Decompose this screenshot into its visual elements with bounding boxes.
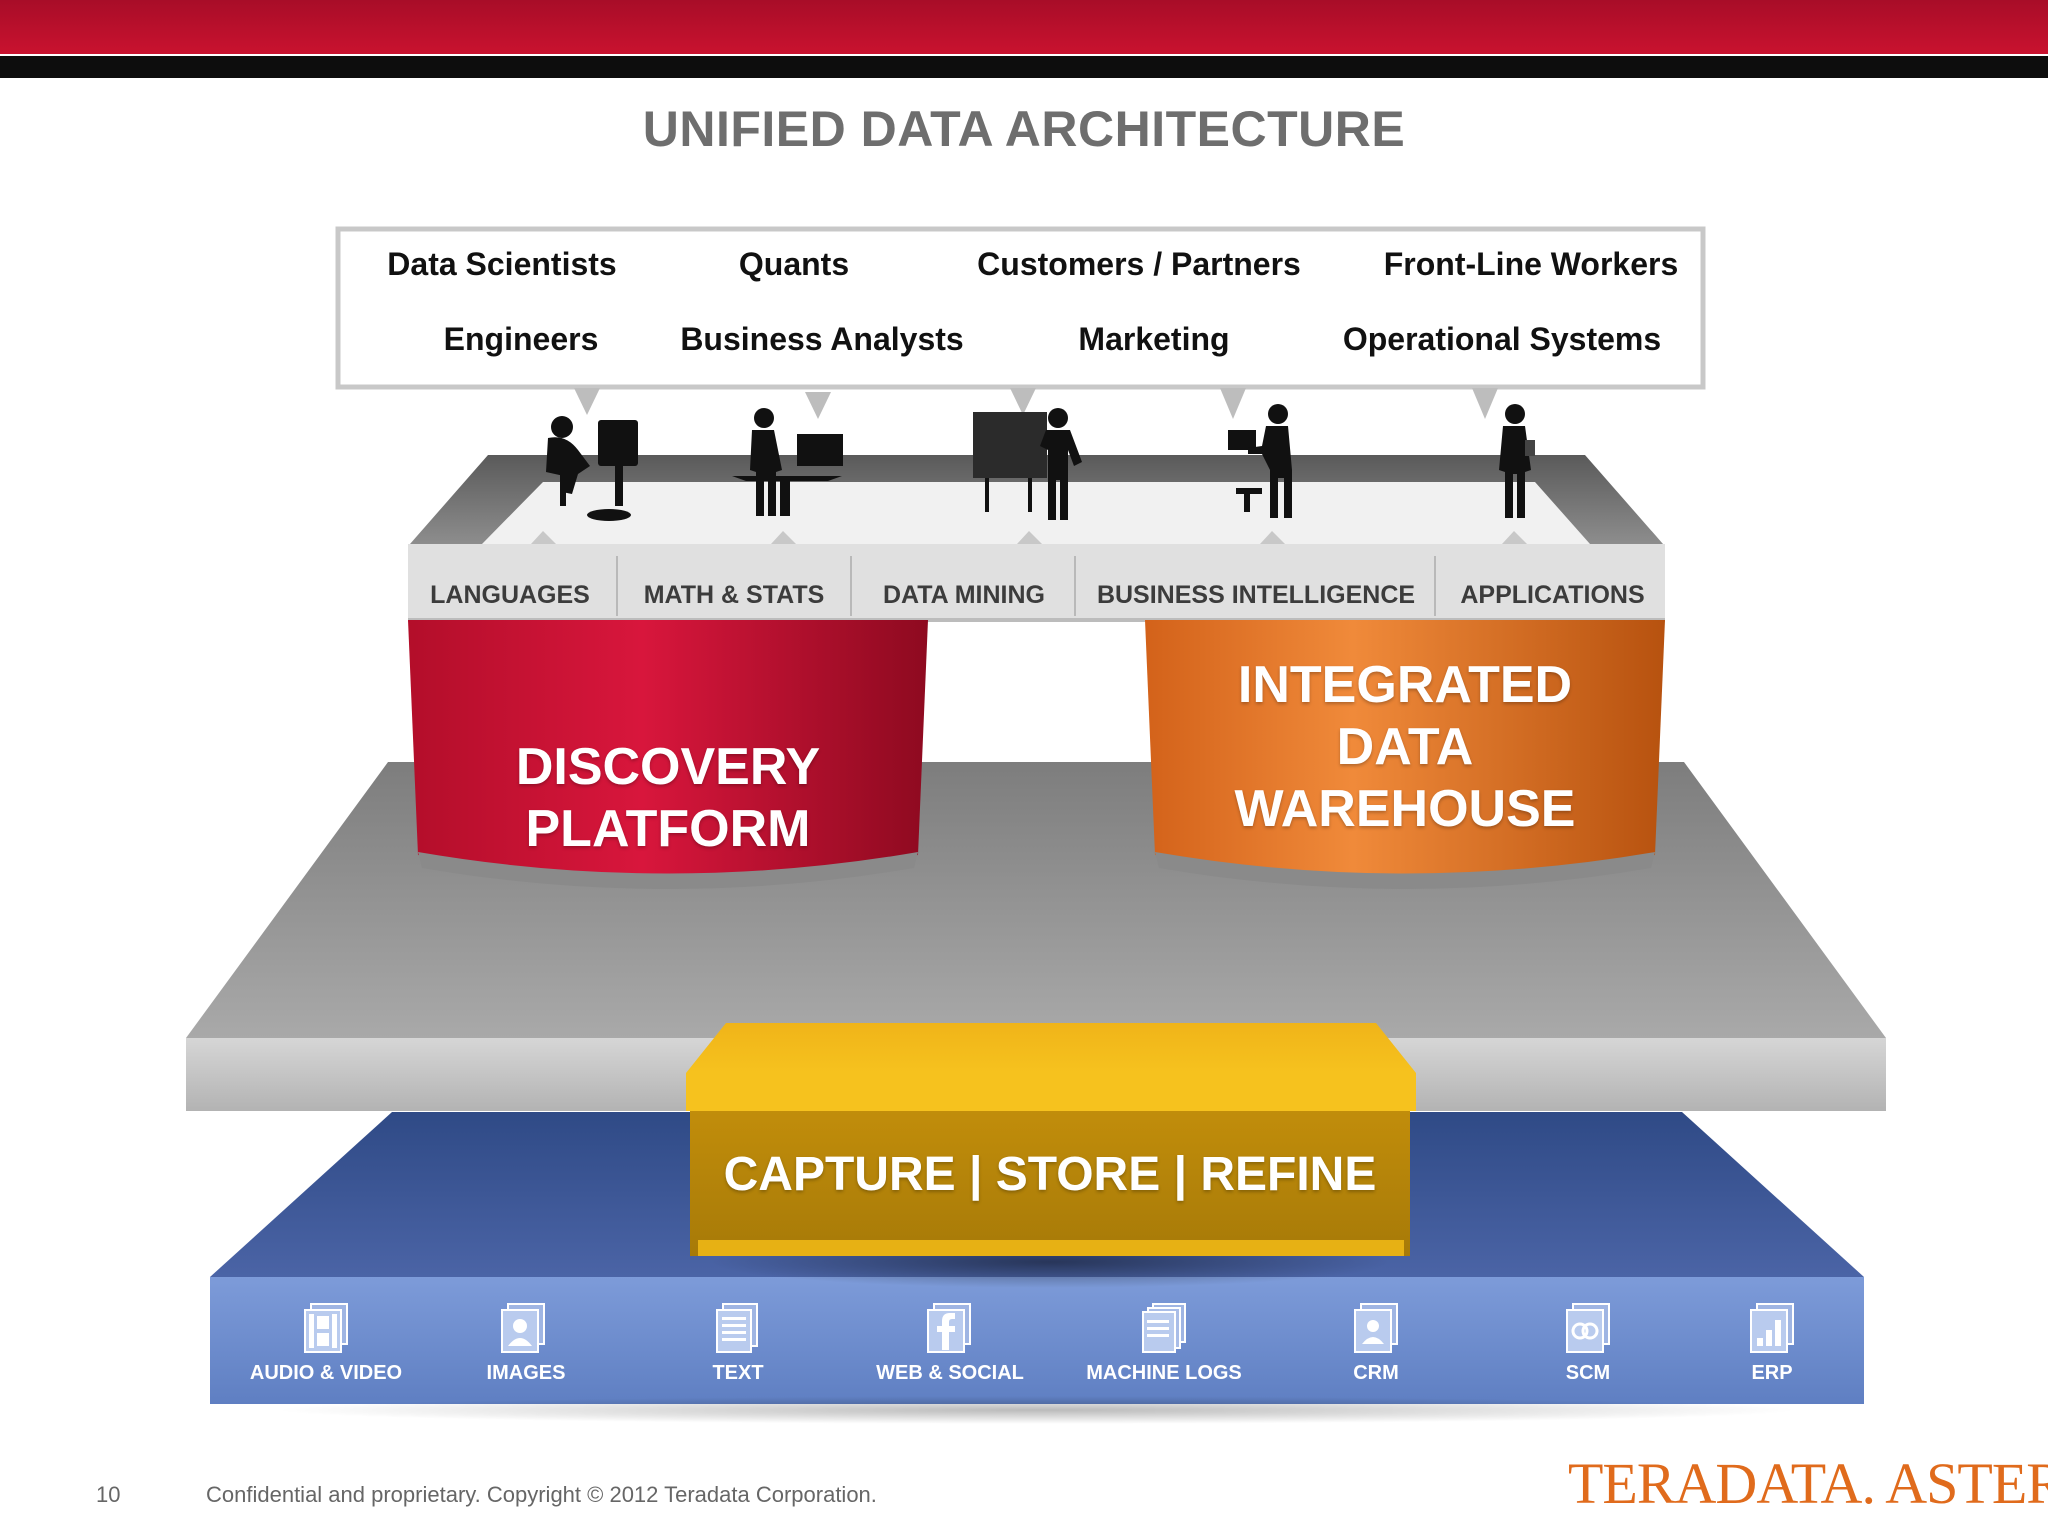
tool-label-data-mining: DATA MINING [882, 581, 1045, 609]
data-warehouse-label: INTEGRATED DATA WAREHOUSE [1234, 656, 1576, 838]
user-label: Operational Systems [1342, 321, 1662, 357]
source-label: WEB & SOCIAL [876, 1362, 1024, 1384]
logo-text: TERADATA. ASTER [1568, 1451, 2048, 1516]
capture-box-top [686, 1023, 1416, 1073]
source-label: CRM [1353, 1362, 1399, 1384]
tool-divider [1074, 556, 1076, 616]
header-black-bar [0, 56, 2048, 78]
film-icon [304, 1303, 348, 1353]
source-label: SCM [1565, 1362, 1611, 1384]
source-layer-front [210, 1277, 1864, 1404]
tool-label-applications: APPLICATIONS [1460, 581, 1645, 609]
page-number: 10 [96, 1482, 121, 1507]
tool-label-languages: LANGUAGES [430, 581, 590, 609]
users-callout-box [335, 226, 1706, 390]
log-files-icon [1142, 1303, 1186, 1353]
discovery-platform-label: DISCOVERY PLATFORM [515, 738, 821, 858]
tool-label-business-intelligence: BUSINESS INTELLIGENCE [1096, 581, 1416, 609]
user-label: Customers / Partners [977, 246, 1301, 282]
source-label: IMAGES [486, 1362, 566, 1384]
tool-divider [850, 556, 852, 616]
scm-link-icon [1566, 1303, 1610, 1353]
image-icon [501, 1303, 545, 1353]
tool-divider [1434, 556, 1436, 616]
copyright-text: Confidential and proprietary. Copyright … [206, 1482, 877, 1507]
user-label: Engineers [443, 321, 599, 357]
user-label: Data Scientists [387, 246, 617, 282]
source-label: TEXT [712, 1362, 764, 1384]
source-label: MACHINE LOGS [1086, 1362, 1242, 1384]
discovery-cylinder [408, 620, 928, 878]
tool-label-math-stats: MATH & STATS [643, 581, 825, 609]
callout-pointers [574, 388, 1498, 419]
user-label: Quants [738, 246, 850, 282]
warehouse-cylinder [1145, 620, 1665, 878]
header-red-bar [0, 0, 2048, 54]
user-label: Business Analysts [680, 321, 964, 357]
capture-store-refine-label: CAPTURE | STORE | REFINE [723, 1148, 1377, 1201]
user-label: Front-Line Workers [1383, 246, 1679, 282]
facebook-icon [927, 1303, 971, 1353]
slide-title: UNIFIED DATA ARCHITECTURE [642, 101, 1406, 157]
source-label: ERP [1751, 1362, 1793, 1384]
capture-box-front [690, 1111, 1410, 1256]
source-label: AUDIO & VIDEO [249, 1362, 403, 1384]
text-document-icon [716, 1303, 758, 1353]
teradata-aster-logo: TERADATA. ASTER [1568, 1450, 2048, 1516]
people-silhouettes [546, 404, 1535, 521]
crm-contact-icon [1354, 1303, 1398, 1353]
erp-chart-icon [1750, 1303, 1794, 1353]
user-label: Marketing [1078, 321, 1230, 357]
tool-divider [616, 556, 618, 616]
